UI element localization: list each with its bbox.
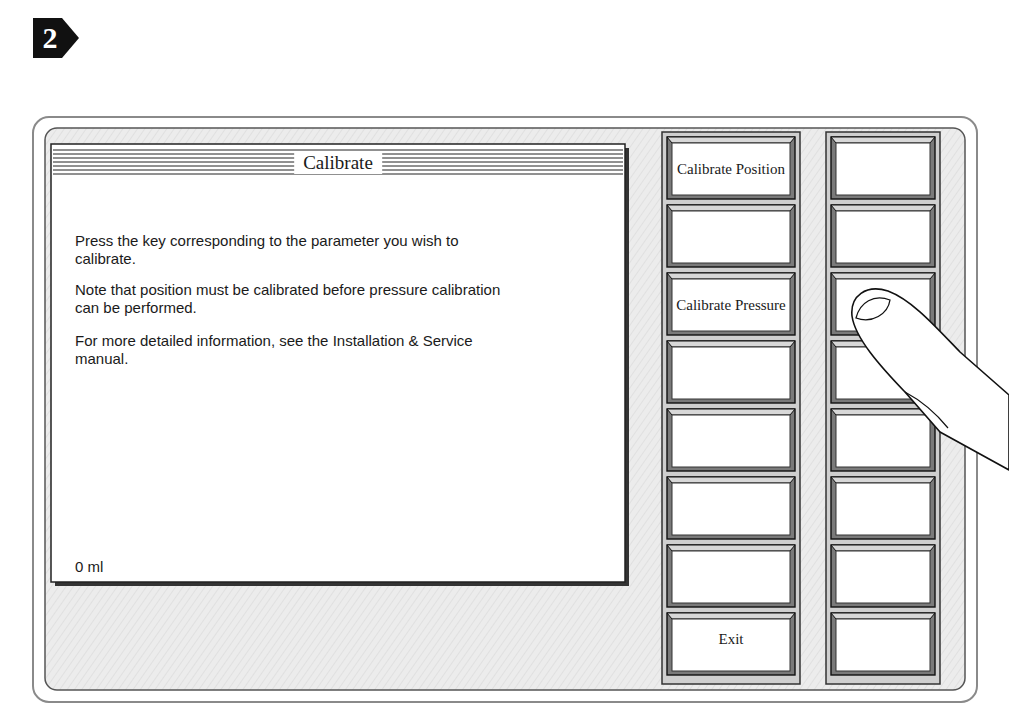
- instruction-text: For more detailed information, see the I…: [75, 332, 515, 368]
- display-window: CalibratePress the key corresponding to …: [51, 144, 625, 582]
- soft-keys: [667, 137, 935, 675]
- key-label: Calibrate Position: [677, 161, 785, 178]
- screen: [51, 144, 625, 582]
- soft-key: Calibrate Pressure: [672, 279, 790, 331]
- pointing-finger: [852, 289, 1009, 470]
- volume-readout: 0 ml: [75, 558, 103, 576]
- window-title: Calibrate: [294, 152, 382, 174]
- device-face: [45, 128, 965, 690]
- instruction-text: Note that position must be calibrated be…: [75, 281, 515, 317]
- key-label: Calibrate Pressure: [676, 297, 786, 314]
- step-number: 2: [37, 19, 63, 57]
- soft-key: Exit: [672, 613, 790, 665]
- device-housing: [33, 117, 977, 702]
- step-badge: [33, 18, 79, 58]
- soft-key: Calibrate Position: [672, 143, 790, 195]
- key-column: [662, 132, 800, 684]
- instruction-text: Press the key corresponding to the param…: [75, 232, 515, 268]
- title-stripes: [53, 150, 623, 174]
- key-label: Exit: [719, 631, 744, 648]
